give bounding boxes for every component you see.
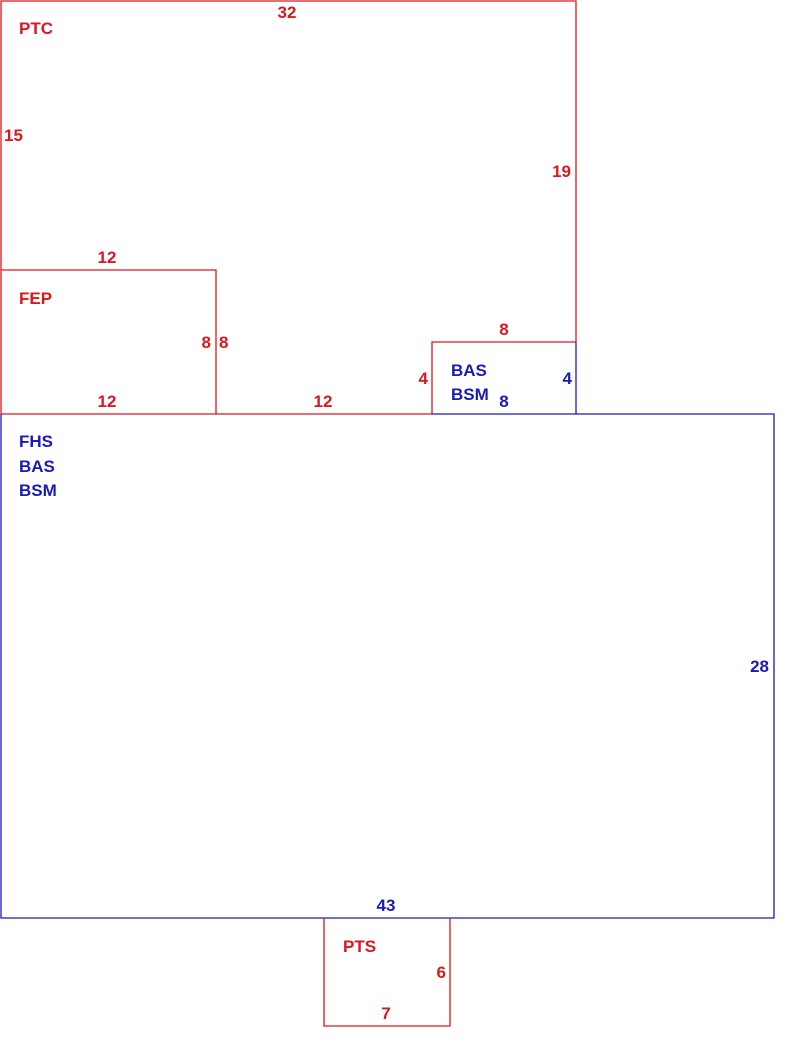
segment-ptc-bottom: 12 xyxy=(1,392,432,415)
main-code-bas: BAS xyxy=(19,457,55,476)
area-pts: PTS 6 7 xyxy=(323,918,451,1027)
pts-bottom-dim: 7 xyxy=(381,1004,390,1023)
bump-bottom-dim: 8 xyxy=(499,392,508,411)
ptc-outline xyxy=(0,0,577,342)
ptc-code: PTC xyxy=(19,19,53,38)
pts-right-dim: 6 xyxy=(437,963,446,982)
main-right-dim: 28 xyxy=(750,657,769,676)
ptc-right-dim: 19 xyxy=(552,162,571,181)
pts-outline xyxy=(323,918,451,1027)
bump-left-dim: 4 xyxy=(419,369,429,388)
bump-top-dim: 8 xyxy=(499,320,508,339)
bump-right-dim: 4 xyxy=(563,369,573,388)
main-bottom-dim: 43 xyxy=(377,896,396,915)
fep-right-dim-outer: 8 xyxy=(219,333,228,352)
ptc-left-dim: 15 xyxy=(4,126,23,145)
bump-code-bsm: BSM xyxy=(451,385,489,404)
bump-outline-red xyxy=(431,341,576,414)
fep-code: FEP xyxy=(19,289,52,308)
area-bump: BAS BSM 8 4 4 8 xyxy=(419,320,577,414)
ptc-bottom-dim: 12 xyxy=(314,392,333,411)
main-code-fhs: FHS xyxy=(19,432,53,451)
fep-right-dim-inner: 8 xyxy=(202,333,211,352)
area-fep: FEP 12 8 8 12 xyxy=(0,248,228,414)
area-ptc: PTC 32 15 19 xyxy=(0,0,577,342)
pts-code: PTS xyxy=(343,937,376,956)
ptc-top-dim: 32 xyxy=(278,3,297,22)
area-main: FHS BAS BSM 28 43 xyxy=(0,413,775,919)
bump-code-bas: BAS xyxy=(451,361,487,380)
fep-top-dim: 12 xyxy=(98,248,117,267)
main-outline xyxy=(0,413,775,919)
fep-bottom-dim: 12 xyxy=(98,392,117,411)
fep-outline xyxy=(0,269,217,414)
main-code-bsm: BSM xyxy=(19,481,57,500)
